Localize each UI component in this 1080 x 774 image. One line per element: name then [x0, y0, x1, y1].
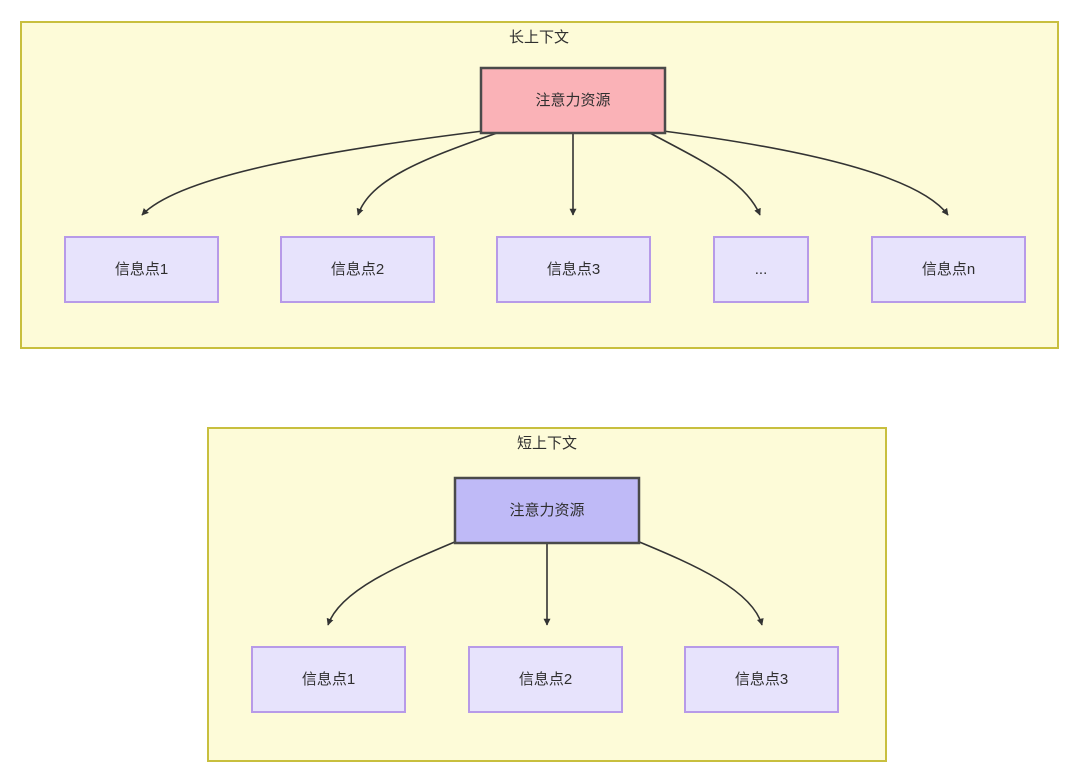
node-info-point-ellipsis-long-rect[interactable]: [713, 236, 809, 303]
edge-group-long-context: [141, 130, 949, 216]
node-info-point-1-long[interactable]: 信息点1: [64, 236, 219, 303]
node-attention-resource-short-label: 注意力资源: [509, 501, 584, 519]
edge-attention-to-info-1-short: [326, 540, 458, 626]
node-info-point-n-long-label: 信息点n: [922, 261, 975, 278]
edge-group-short-context: [326, 540, 764, 626]
node-info-point-1-long-rect[interactable]: [64, 236, 219, 303]
node-info-point-1-long-label: 信息点1: [115, 261, 168, 278]
node-info-point-3-long-rect[interactable]: [496, 236, 651, 303]
node-info-point-1-short[interactable]: 信息点1: [251, 646, 406, 713]
node-info-point-3-short-rect[interactable]: [684, 646, 839, 713]
panel-long-context: 长上下文 注意力资源 信息点1 信息点2: [20, 21, 1059, 349]
panel-short-context-title: 短上下文: [517, 435, 577, 452]
node-attention-resource-long-label: 注意力资源: [535, 91, 610, 109]
edge-attention-to-info-n: [662, 130, 949, 216]
node-info-point-3-long[interactable]: 信息点3: [496, 236, 651, 303]
panel-short-context: 短上下文 注意力资源 信息点1 信息点2: [207, 427, 887, 762]
node-info-point-n-long[interactable]: 信息点n: [871, 236, 1026, 303]
panel-long-context-title: 长上下文: [509, 29, 569, 46]
node-attention-resource-long-rect[interactable]: [479, 66, 667, 135]
node-info-point-2-long-rect[interactable]: [280, 236, 435, 303]
edge-attention-to-info-ellipsis: [649, 132, 761, 216]
edge-attention-to-info-3-short: [636, 540, 764, 626]
node-info-point-1-short-label: 信息点1: [302, 671, 355, 688]
node-attention-resource-short[interactable]: 注意力资源: [453, 476, 641, 545]
node-info-point-ellipsis-long-label: ...: [755, 261, 768, 278]
node-info-point-ellipsis-long[interactable]: ...: [713, 236, 809, 303]
node-info-point-3-long-label: 信息点3: [547, 261, 600, 278]
node-info-point-2-long-label: 信息点2: [331, 261, 384, 278]
node-info-point-1-short-rect[interactable]: [251, 646, 406, 713]
node-info-point-2-short[interactable]: 信息点2: [468, 646, 623, 713]
node-attention-resource-short-rect[interactable]: [453, 476, 641, 545]
node-info-point-2-short-rect[interactable]: [468, 646, 623, 713]
node-info-point-3-short-label: 信息点3: [735, 671, 788, 688]
node-info-point-n-long-rect[interactable]: [871, 236, 1026, 303]
edge-attention-to-info-1: [141, 130, 484, 216]
node-info-point-3-short[interactable]: 信息点3: [684, 646, 839, 713]
node-info-point-2-short-label: 信息点2: [519, 671, 572, 688]
node-attention-resource-long[interactable]: 注意力资源: [479, 66, 667, 135]
node-info-point-2-long[interactable]: 信息点2: [280, 236, 435, 303]
edge-attention-to-info-2: [356, 132, 498, 216]
